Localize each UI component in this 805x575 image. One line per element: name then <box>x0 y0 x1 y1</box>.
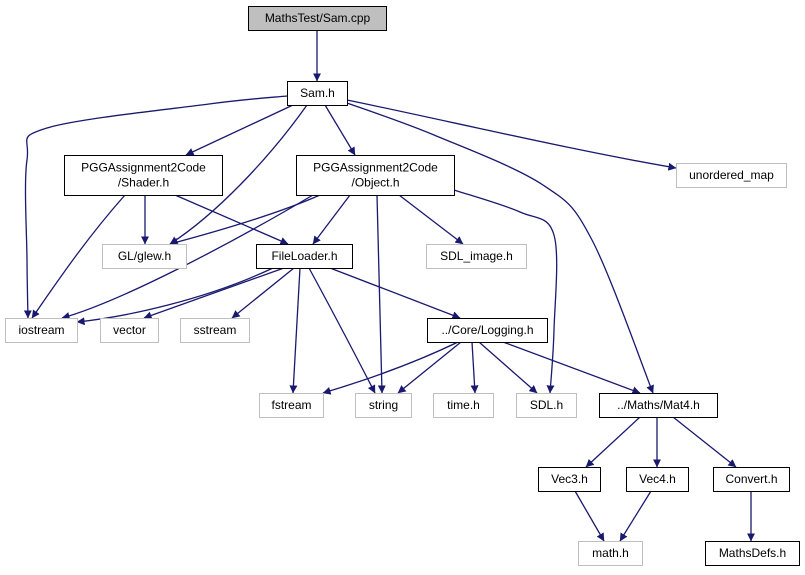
edge-fileloader-h-to-string <box>308 267 376 394</box>
node-label: ../Maths/Mat4.h <box>617 398 700 412</box>
node-box <box>180 318 250 343</box>
node-sam-h[interactable]: Sam.h <box>287 81 348 106</box>
node-label: fstream <box>271 398 311 412</box>
node-math-h: math.h <box>578 541 643 566</box>
edge-pgg-object-h-to-string <box>376 194 386 394</box>
node-label: sstream <box>194 323 237 337</box>
node-maths-mat4-h[interactable]: ../Maths/Mat4.h <box>599 393 718 418</box>
node-box <box>713 467 790 492</box>
node-box <box>287 81 348 106</box>
node-box <box>433 393 494 418</box>
edge-sam-h-to-pgg-shader-h <box>185 104 294 156</box>
edge-core-logging-h-to-time-h <box>470 341 479 394</box>
node-mathstest-sam-cpp[interactable]: MathsTest/Sam.cpp <box>248 6 387 31</box>
node-label: /Shader.h <box>118 176 169 190</box>
node-label: Vec3.h <box>551 472 588 486</box>
node-box <box>259 393 324 418</box>
edge-fileloader-h-to-vector <box>143 267 285 320</box>
node-vector: vector <box>100 318 159 343</box>
nodes-layer: MathsTest/Sam.cppSam.hPGGAssignment2Code… <box>5 6 800 566</box>
node-convert-h[interactable]: Convert.h <box>713 467 790 492</box>
edge-core-logging-h-to-string <box>397 341 462 394</box>
node-box <box>296 155 455 196</box>
node-label: SDL.h <box>530 398 563 412</box>
node-mathsdefs-h[interactable]: MathsDefs.h <box>705 541 800 566</box>
node-string: string <box>355 393 412 418</box>
node-iostream: iostream <box>5 318 78 343</box>
node-pgg-shader-h[interactable]: PGGAssignment2Code/Shader.h <box>64 155 223 196</box>
node-box <box>676 163 787 188</box>
node-label: Convert.h <box>725 472 777 486</box>
node-label: MathsTest/Sam.cpp <box>265 11 371 25</box>
node-time-h: time.h <box>433 393 494 418</box>
edge-vec3-h-to-math-h <box>574 490 605 542</box>
node-box <box>578 541 643 566</box>
node-sdl-h: SDL.h <box>516 393 577 418</box>
edge-pgg-object-h-to-sdl-h <box>453 189 558 394</box>
edge-fileloader-h-to-fstream <box>289 267 301 394</box>
node-box <box>256 244 353 269</box>
node-label: Sam.h <box>300 86 335 100</box>
node-label: /Object.h <box>351 176 399 190</box>
node-pgg-object-h[interactable]: PGGAssignment2Code/Object.h <box>296 155 455 196</box>
edge-sam-h-to-iostream <box>23 95 288 319</box>
edge-core-logging-h-to-fstream <box>322 341 459 395</box>
node-label: vector <box>113 323 146 337</box>
node-unordered-map: unordered_map <box>676 163 787 188</box>
edge-vec4-h-to-math-h <box>619 490 652 542</box>
node-label: ../Core/Logging.h <box>441 323 533 337</box>
node-label: unordered_map <box>689 168 774 182</box>
node-fstream: fstream <box>259 393 324 418</box>
node-fileloader-h[interactable]: FileLoader.h <box>256 244 353 269</box>
node-box <box>64 155 223 196</box>
node-box <box>626 467 689 492</box>
node-label: FileLoader.h <box>271 249 337 263</box>
node-label: PGGAssignment2Code <box>81 161 206 175</box>
edge-fileloader-h-to-iostream <box>76 267 274 326</box>
node-box <box>102 244 187 269</box>
node-sstream: sstream <box>180 318 250 343</box>
node-box <box>5 318 78 343</box>
node-vec4-h[interactable]: Vec4.h <box>626 467 689 492</box>
node-box <box>538 467 601 492</box>
edge-sam-h-to-pgg-object-h <box>324 104 356 156</box>
node-label: MathsDefs.h <box>719 546 786 560</box>
edge-pgg-object-h-to-fileloader-h <box>312 194 351 245</box>
node-label: Vec4.h <box>639 472 676 486</box>
edge-core-logging-h-to-sdl-h <box>478 341 538 394</box>
node-box <box>705 541 800 566</box>
node-label: string <box>369 398 398 412</box>
edge-fileloader-h-to-sstream <box>231 267 295 319</box>
node-sdl-image-h: SDL_image.h <box>426 244 527 269</box>
edge-maths-mat4-h-to-vec3-h <box>585 416 641 468</box>
node-label: SDL_image.h <box>440 249 513 263</box>
node-box <box>427 318 548 343</box>
node-box <box>248 6 387 31</box>
node-label: GL/glew.h <box>118 249 171 263</box>
node-gl-glew-h: GL/glew.h <box>102 244 187 269</box>
node-box <box>516 393 577 418</box>
node-label: math.h <box>592 546 629 560</box>
edge-pgg-shader-h-to-fileloader-h <box>174 194 289 245</box>
node-vec3-h[interactable]: Vec3.h <box>538 467 601 492</box>
node-label: time.h <box>447 398 480 412</box>
edge-core-logging-h-to-maths-mat4-h <box>502 341 641 395</box>
edge-sam-h-to-unordered-map <box>346 99 677 171</box>
node-label: iostream <box>18 323 64 337</box>
edge-pgg-object-h-to-gl-glew-h <box>169 194 321 246</box>
node-box <box>100 318 159 343</box>
edge-maths-mat4-h-to-convert-h <box>672 416 737 468</box>
edge-sam-h-to-maths-mat4-h <box>346 102 654 394</box>
node-box <box>355 393 412 418</box>
edge-fileloader-h-to-core-logging-h <box>329 267 461 320</box>
edge-sam-h-to-gl-glew-h <box>169 104 308 245</box>
node-core-logging-h[interactable]: ../Core/Logging.h <box>427 318 548 343</box>
node-box <box>426 244 527 269</box>
node-label: PGGAssignment2Code <box>313 161 438 175</box>
edges-layer <box>23 30 755 542</box>
node-box <box>599 393 718 418</box>
edge-pgg-shader-h-to-iostream <box>31 194 126 319</box>
edge-pgg-object-h-to-sdl-image-h <box>398 194 464 245</box>
